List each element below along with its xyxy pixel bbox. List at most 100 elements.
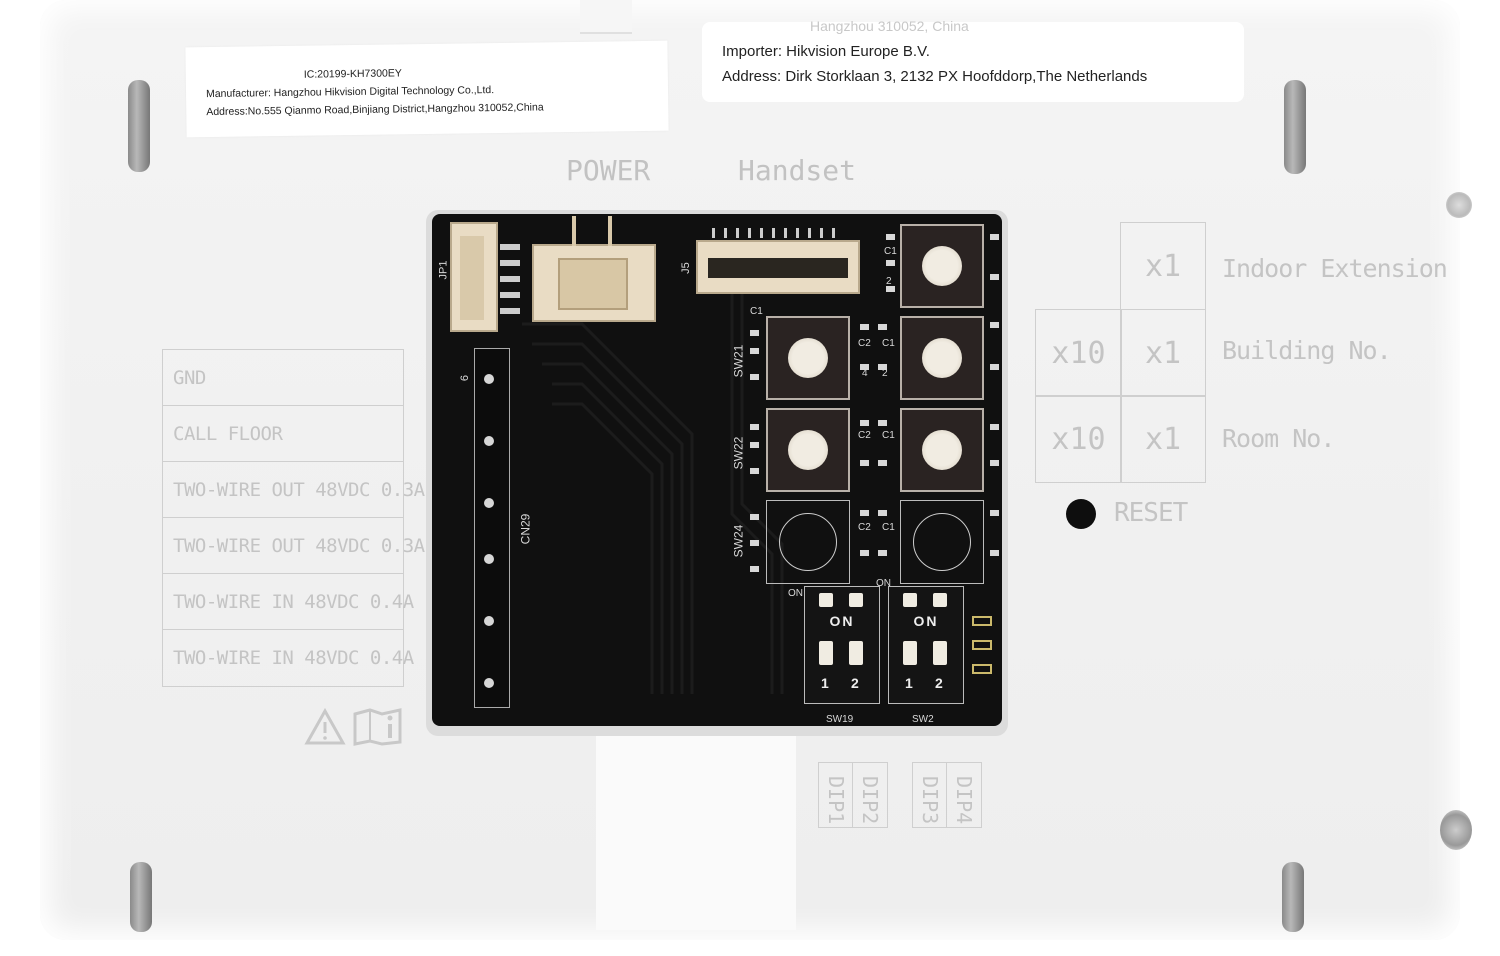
- c1-label: C1: [882, 430, 895, 441]
- c2-label: C2: [858, 522, 871, 533]
- screw-icon: [1446, 192, 1472, 218]
- smd-pad: [750, 424, 759, 430]
- on-small-label: ON: [876, 578, 891, 589]
- building-no-label: Building No.: [1222, 336, 1392, 365]
- cn29-label: CN29: [518, 513, 533, 545]
- dip-lever-1-body: [903, 641, 917, 665]
- room-no-label: Room No.: [1222, 424, 1335, 453]
- rotary-knob: [922, 430, 962, 470]
- terminal-screw: [484, 374, 494, 384]
- n4-label: 4: [862, 368, 868, 379]
- multiplier-text: x10: [1051, 421, 1106, 457]
- terminal-row: CALL FLOOR: [163, 406, 403, 462]
- terminal-screw: [484, 436, 494, 446]
- power-connector-socket: [558, 258, 628, 310]
- multiplier-text: x1: [1144, 421, 1182, 457]
- rotary-switch-room-x1[interactable]: [900, 408, 984, 492]
- smd-pad: [750, 374, 759, 380]
- terminal-screw: [484, 498, 494, 508]
- warning-icon: [304, 708, 346, 745]
- sw19-label: SW19: [826, 714, 854, 725]
- smd-pad: [878, 510, 887, 516]
- rotary-switch-building-x1[interactable]: [900, 316, 984, 400]
- rotary-knob: [922, 246, 962, 286]
- dip-lever-2[interactable]: [849, 593, 863, 607]
- mount-slot-top-left: [128, 80, 150, 172]
- rotary-knob: [922, 338, 962, 378]
- jp1-pins: [500, 244, 520, 314]
- multiplier-text: x1: [1144, 335, 1182, 371]
- smd-pad: [860, 460, 869, 466]
- dip2-label: DIP2: [858, 776, 882, 825]
- dip-lever-2[interactable]: [933, 593, 947, 607]
- dip-lever-1-body: [819, 641, 833, 665]
- smd-pad: [990, 274, 999, 280]
- indoor-extension-label: Indoor Extension: [1222, 254, 1448, 283]
- terminal-row: TWO-WIRE OUT 48VDC 0.3A: [163, 518, 425, 574]
- smd-pad: [990, 510, 999, 516]
- dip-lever-1[interactable]: [903, 593, 917, 607]
- dip-label-box-right-2: [946, 762, 982, 828]
- room-x10-box: x10: [1035, 395, 1122, 483]
- smd-pad: [750, 348, 759, 354]
- c1-label: C1: [884, 246, 897, 257]
- c1-label: C1: [750, 306, 763, 317]
- smd-pad: [750, 540, 759, 546]
- dip-lever-2-body: [849, 641, 863, 665]
- n2-label: 2: [882, 368, 888, 379]
- mount-slot-top-right: [1284, 80, 1306, 174]
- rotary-knob: [788, 430, 828, 470]
- dip-switch-sw2x[interactable]: ON 1 2: [888, 586, 964, 704]
- dip-lever-2-body: [933, 641, 947, 665]
- smd-pad: [878, 420, 887, 426]
- terminal-screw: [484, 616, 494, 626]
- dip1-label: DIP1: [824, 776, 848, 825]
- dip-lever-1[interactable]: [819, 593, 833, 607]
- importer-address-line: Address: Dirk Storklaan 3, 2132 PX Hoofd…: [722, 68, 1148, 85]
- on-small-label-left: ON: [788, 588, 803, 599]
- smd-pad: [878, 324, 887, 330]
- smd-pad: [860, 510, 869, 516]
- dip-num-1: 1: [821, 675, 829, 691]
- terminal-row: TWO-WIRE IN 48VDC 0.4A: [163, 574, 414, 630]
- j5-label: J5: [679, 262, 692, 274]
- label-cut-line: Hangzhou 310052, China: [810, 18, 969, 34]
- jp1-label: JP1: [437, 260, 450, 280]
- indoor-extension-x1-box: x1: [1120, 222, 1206, 310]
- mount-slot-bottom-right: [1282, 862, 1304, 932]
- smd-pad: [860, 420, 869, 426]
- rotary-switch-indoor-extension[interactable]: [900, 224, 984, 308]
- smd-pad: [750, 442, 759, 448]
- dip-on-label: ON: [913, 613, 939, 629]
- pcb-traces: [522, 294, 784, 694]
- handset-connector-slot: [708, 258, 848, 278]
- dip-switch-sw19[interactable]: ON 1 2: [804, 586, 880, 704]
- reset-button[interactable]: [1066, 499, 1096, 529]
- smd-pad: [878, 460, 887, 466]
- cn29-pin-label: 6: [459, 374, 472, 382]
- power-port-label: POWER: [566, 154, 651, 187]
- led-indicator: [972, 640, 992, 650]
- sw21-label: SW21: [731, 344, 746, 378]
- smd-pad: [886, 260, 895, 266]
- mount-slot-bottom-left: [130, 862, 152, 932]
- smd-pad: [750, 514, 759, 520]
- c1-label: C1: [882, 338, 895, 349]
- smd-pad: [990, 322, 999, 328]
- rotary-switch-building-x10[interactable]: [766, 316, 850, 400]
- multiplier-text: x10: [1051, 335, 1106, 371]
- building-x1-box: x1: [1120, 309, 1206, 397]
- c2-label: C2: [858, 338, 871, 349]
- cn29-terminal-block: [474, 348, 510, 708]
- building-x10-box: x10: [1035, 309, 1122, 397]
- sw22-label: SW22: [731, 436, 746, 470]
- n2-label: 2: [886, 276, 892, 287]
- rotary-switch-room-x10[interactable]: [766, 408, 850, 492]
- footprint-circle: [913, 513, 971, 571]
- smd-pad: [860, 324, 869, 330]
- terminal-row: TWO-WIRE OUT 48VDC 0.3A: [163, 462, 425, 518]
- manufacturer-label: IC:20199-KH7300EY Manufacturer: Hangzhou…: [185, 40, 669, 138]
- power-connector-leads: [572, 216, 612, 246]
- manual-icon: [353, 708, 402, 746]
- smd-pad: [750, 566, 759, 572]
